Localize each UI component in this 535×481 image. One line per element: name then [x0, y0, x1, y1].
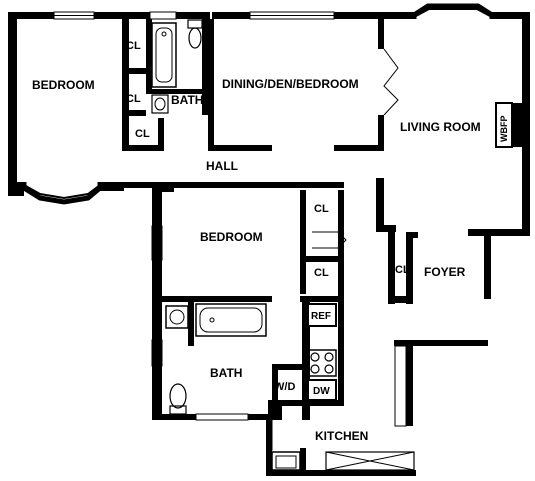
closet-label-3: CL [135, 128, 150, 140]
bay-window-living-room [411, 3, 495, 19]
room-label-bedroom-1: BEDROOM [32, 78, 95, 92]
fireplace [495, 102, 522, 148]
dishwasher-label: DW [313, 386, 330, 397]
toilet-1 [187, 19, 203, 49]
closet-label-1: CL [126, 40, 141, 52]
room-label-foyer: FOYER [424, 265, 466, 279]
refrigerator-label: REF [311, 311, 331, 322]
kitchen-sink [271, 451, 301, 471]
bay-window-bedroom [21, 182, 103, 205]
closet-label-5: CL [314, 267, 329, 279]
windows [53, 11, 407, 451]
closet-label-4: CL [314, 203, 329, 215]
labels: BEDROOM BATH DINING/DEN/BEDROOM LIVING R… [32, 40, 509, 443]
washer-dryer-label: W/D [274, 381, 295, 393]
bathtub-2 [195, 303, 267, 337]
room-label-bedroom-2: BEDROOM [200, 230, 263, 244]
toilet-2 [169, 383, 187, 415]
room-label-kitchen: KITCHEN [315, 429, 368, 443]
doors [260, 48, 399, 249]
stove [307, 349, 337, 377]
fireplace-label: WBFP [499, 116, 509, 143]
closet-label-6: CL [395, 264, 410, 276]
room-label-hall: HALL [206, 159, 238, 173]
sink-2 [165, 305, 189, 329]
refrigerator [307, 303, 337, 327]
dishwasher [307, 379, 337, 401]
sink-1 [151, 94, 169, 114]
room-label-dining: DINING/DEN/BEDROOM [222, 77, 359, 91]
kitchen-counter [325, 451, 415, 471]
bathtub-1 [151, 22, 177, 88]
room-label-bath-2: BATH [210, 366, 242, 380]
room-label-living-room: LIVING ROOM [400, 120, 481, 134]
room-label-bath-1: BATH [171, 93, 203, 107]
closet-label-2: CL [126, 93, 141, 105]
